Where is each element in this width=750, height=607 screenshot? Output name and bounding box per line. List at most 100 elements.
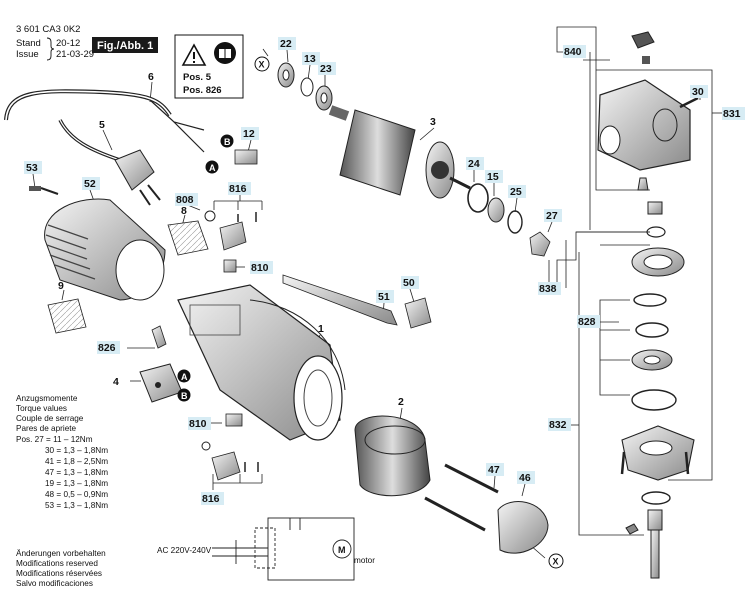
torque-title-de: Anzugsmomente (16, 394, 78, 403)
header-issue-label: Issue (16, 49, 39, 60)
footer-fr: Modifications réservées (16, 569, 102, 578)
part-label-838: 838 (538, 282, 561, 295)
header-brace (46, 37, 55, 61)
part-label-8: 8 (181, 205, 187, 217)
header-code: 3 601 CA3 0K2 (16, 24, 80, 35)
marker-a-switch: A (177, 369, 191, 383)
brush-holder-upper (204, 210, 257, 251)
part-label-51: 51 (376, 290, 394, 303)
part-label-3: 3 (430, 116, 436, 128)
warning-pos1: Pos. 5 (183, 72, 212, 83)
svg-text:840: 840 (564, 46, 582, 58)
svg-text:5: 5 (99, 119, 105, 131)
svg-text:832: 832 (549, 419, 567, 431)
screw-30 (679, 96, 699, 109)
svg-text:1: 1 (318, 323, 324, 335)
header-stand-label: Stand (16, 38, 41, 49)
svg-text:46: 46 (519, 472, 531, 484)
terminal-block-12 (234, 149, 258, 165)
stator-2 (354, 415, 431, 497)
part-label-52: 52 (82, 177, 100, 190)
part-label-12: 12 (241, 127, 259, 140)
footer-en: Modifications reserved (16, 559, 98, 568)
svg-text:30: 30 (692, 86, 704, 98)
power-cable-part (4, 89, 172, 121)
part-label-840: 840 (563, 45, 586, 58)
ring-b (635, 322, 669, 338)
marker-x-bottom: X (548, 553, 564, 569)
svg-text:A: A (209, 163, 216, 173)
circuit-motor-label: motor (354, 556, 375, 565)
svg-text:51: 51 (378, 291, 390, 303)
part-label-24: 24 (466, 157, 484, 170)
svg-text:50: 50 (403, 277, 415, 289)
part-label-27: 27 (544, 209, 562, 222)
brush-holder-lower (201, 441, 259, 481)
part-label-832: 832 (548, 418, 571, 431)
part-label-53: 53 (24, 161, 42, 174)
part-label-13: 13 (302, 52, 320, 65)
gear-head-831 (597, 79, 691, 171)
torque-title-en: Torque values (16, 404, 67, 413)
part-label-828: 828 (577, 315, 600, 328)
marker-b-switch: B (177, 388, 191, 402)
torque-row-30: 30 = 1,3 – 1,8Nm (45, 446, 108, 455)
part-50 (404, 297, 432, 329)
svg-text:53: 53 (26, 162, 38, 174)
marker-x-top: X (254, 56, 270, 72)
pin-lock (637, 177, 649, 191)
svg-text:8: 8 (181, 205, 187, 217)
torque-row-19: 19 = 1,3 – 1,8Nm (45, 479, 108, 488)
motor-housing-1 (177, 284, 346, 441)
armature-3 (328, 105, 471, 199)
svg-text:24: 24 (468, 158, 480, 170)
part-826 (151, 325, 167, 349)
part-labels: 6 5 12 53 52 808 8 816 810 9 826 4 810 8… (24, 37, 745, 505)
torque-row-27: Pos. 27 = 11 – 12Nm (16, 435, 93, 444)
footer-de: Änderungen vorbehalten (16, 548, 106, 558)
svg-text:808: 808 (176, 194, 194, 206)
part-label-22: 22 (278, 37, 296, 50)
torque-row-41: 41 = 1,8 – 2,5Nm (45, 457, 108, 466)
carbon-brush-810-lower (225, 413, 243, 427)
svg-text:47: 47 (488, 464, 500, 476)
part-label-47: 47 (486, 463, 504, 476)
fig-label-box (92, 37, 158, 53)
rear-cover-52 (44, 198, 166, 301)
part-label-816-top: 816 (228, 182, 251, 195)
part-label-6: 6 (148, 71, 154, 83)
svg-text:826: 826 (98, 342, 116, 354)
svg-text:A: A (181, 372, 188, 382)
part-label-810-top: 810 (250, 261, 273, 274)
header-block: 3 601 CA3 0K2 Stand Issue 20-12 21-03-29… (16, 24, 158, 61)
part-label-5: 5 (99, 119, 105, 131)
spring-840 (642, 56, 650, 64)
screw-47-a (444, 463, 499, 494)
torque-row-48: 48 = 0,5 – 0,9Nm (45, 490, 108, 499)
svg-text:4: 4 (113, 376, 119, 388)
svg-text:13: 13 (304, 53, 316, 65)
ring-a (633, 293, 667, 307)
svg-text:816: 816 (202, 493, 220, 505)
bearing-flange-832 (620, 425, 695, 481)
svg-text:810: 810 (189, 418, 207, 430)
snap-ring-24 (467, 183, 489, 213)
switch-part-4 (139, 363, 183, 403)
bearing-25 (487, 197, 505, 223)
part-label-15: 15 (485, 170, 503, 183)
svg-text:23: 23 (320, 63, 332, 75)
circuit-diagram (212, 517, 355, 581)
svg-text:B: B (181, 391, 188, 401)
circuit-supply: AC 220V-240V (157, 546, 212, 555)
part-label-50: 50 (401, 276, 419, 289)
part-label-826: 826 (97, 341, 120, 354)
footer-notes: Änderungen vorbehalten Modifications res… (16, 548, 106, 588)
fig-label: Fig./Abb. 1 (97, 40, 153, 52)
part-label-1: 1 (318, 323, 324, 335)
part-label-30: 30 (690, 85, 708, 98)
svg-text:816: 816 (229, 183, 247, 195)
svg-text:52: 52 (84, 178, 96, 190)
warning-pos2: Pos. 826 (183, 85, 222, 96)
header-stand-value: 20-12 (56, 38, 80, 49)
torque-row-47: 47 = 1,3 – 1,8Nm (45, 468, 108, 477)
